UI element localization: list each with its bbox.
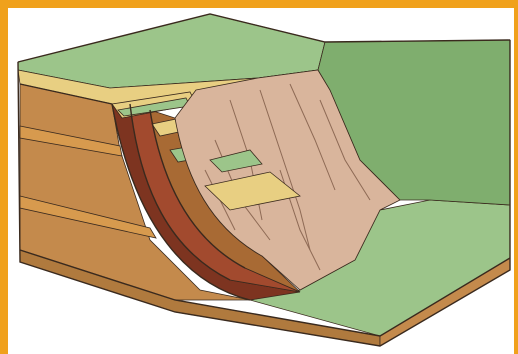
slump-block-diagram (0, 0, 518, 354)
diagram-frame (0, 0, 518, 354)
